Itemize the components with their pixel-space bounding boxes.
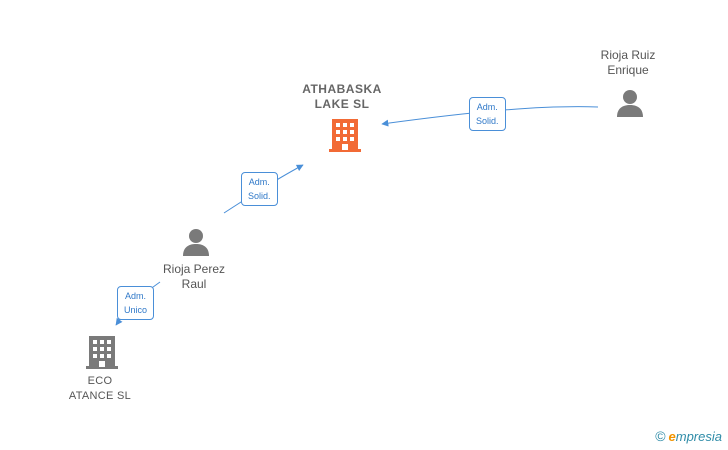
edge-label-line1: Adm.	[248, 177, 270, 187]
node-label-line2: Enrique	[607, 63, 649, 77]
edge-label-line2: Solid.	[248, 191, 271, 201]
node-label-eco-atance[interactable]: ECO ATANCE SL	[52, 374, 148, 404]
node-label-line1: ECO	[87, 375, 113, 387]
node-label-line2: Raul	[181, 277, 207, 291]
edge-label-adm-unico[interactable]: Adm. Unico	[117, 286, 155, 320]
node-label-rioja-ruiz[interactable]: Rioja Ruiz Enrique	[580, 48, 676, 78]
person-icon[interactable]	[615, 88, 645, 123]
building-icon[interactable]	[329, 117, 361, 158]
building-icon[interactable]	[86, 334, 118, 375]
edge-label-line1: Adm.	[476, 102, 498, 112]
node-label-line1: ATHABASKA	[302, 82, 382, 96]
node-label-line1: Rioja Perez	[162, 262, 226, 276]
brand-name: mpresia	[675, 429, 722, 444]
node-label-line2: ATANCE SL	[68, 390, 132, 402]
edge-label-adm-solid[interactable]: Adm. Solid.	[241, 172, 278, 206]
brand-logo: ©empresia	[655, 428, 722, 444]
person-icon[interactable]	[181, 227, 211, 262]
edge-label-adm-solid[interactable]: Adm. Solid.	[469, 97, 506, 131]
edge-label-line2: Solid.	[476, 116, 499, 126]
node-label-line1: Rioja Ruiz	[600, 48, 656, 62]
copyright-icon: ©	[655, 428, 666, 444]
node-label-athabaska[interactable]: ATHABASKA LAKE SL	[292, 82, 392, 112]
edge-label-line2: Unico	[124, 305, 148, 315]
edge-label-line1: Adm.	[125, 291, 147, 301]
brand-initial: e	[668, 429, 676, 444]
node-label-line2: LAKE SL	[314, 97, 370, 111]
node-label-rioja-perez[interactable]: Rioja Perez Raul	[146, 262, 242, 292]
